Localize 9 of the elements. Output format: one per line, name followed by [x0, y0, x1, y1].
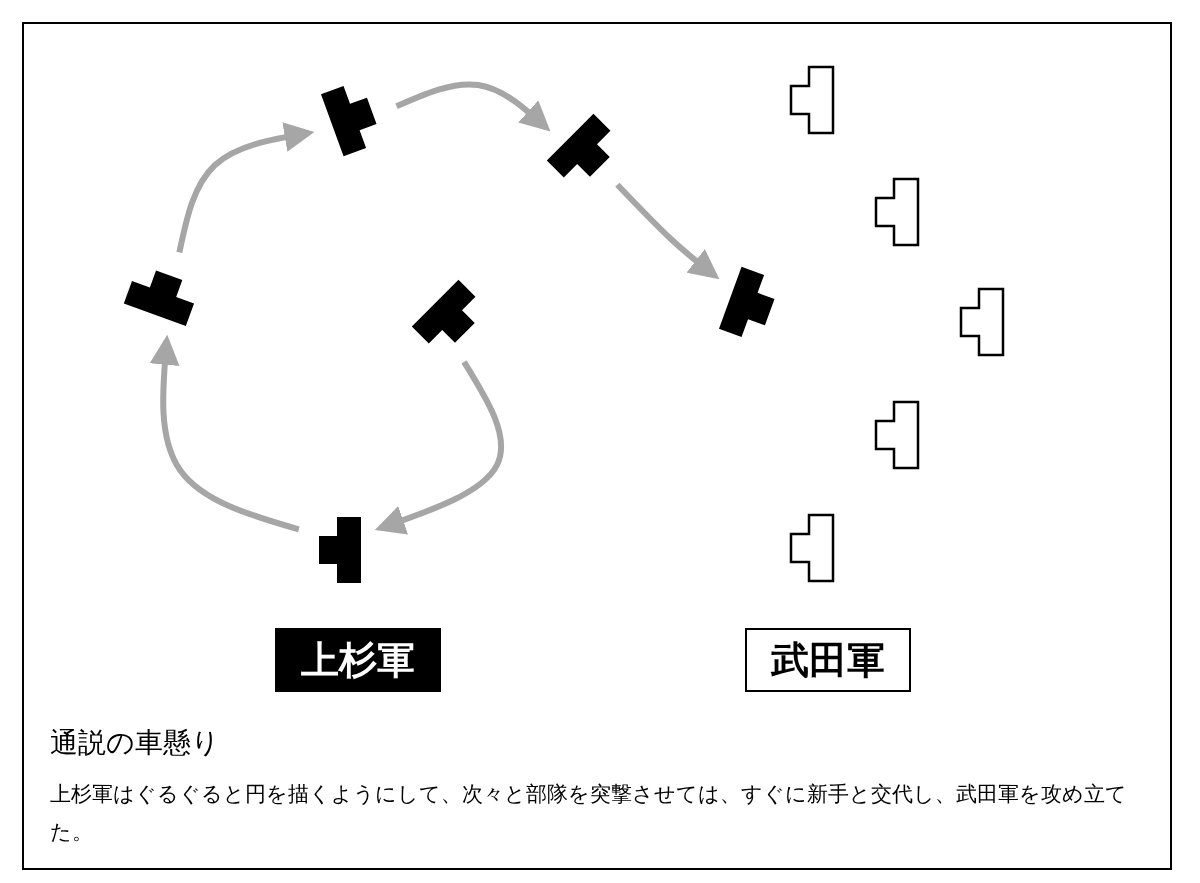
army-label: 上杉軍: [275, 628, 441, 692]
caption-text: 上杉軍はぐるぐると円を描くようにして、次々と部隊を突撃させては、すぐに新手と交代し、武田軍を攻め立てた。: [50, 781, 1128, 846]
arrow: [374, 360, 504, 535]
arrow: [149, 334, 300, 533]
title: 通説の車懸り: [50, 725, 220, 761]
arrow: [176, 122, 315, 253]
arrow: [395, 81, 551, 132]
arrow: [615, 182, 720, 280]
army-label: 武田軍: [745, 628, 911, 692]
